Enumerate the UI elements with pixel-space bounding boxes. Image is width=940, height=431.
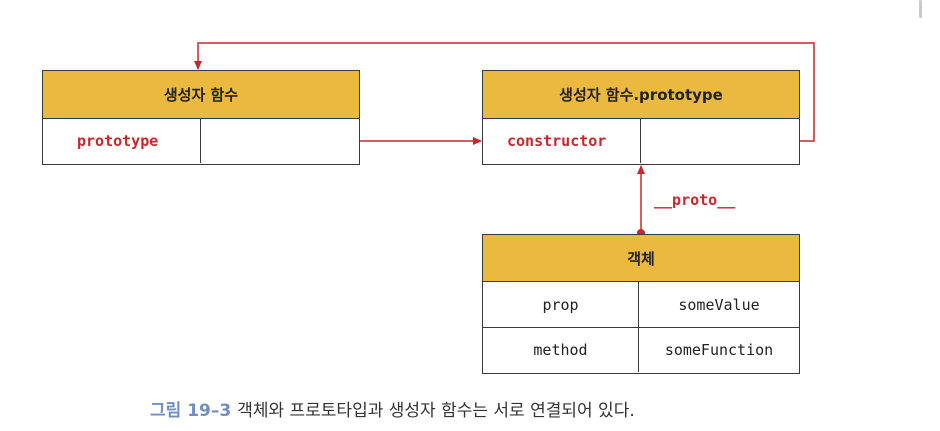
object-row-key: prop [542,295,579,314]
scrollbar-thumb[interactable] [919,0,922,18]
prototype-property-key: prototype [77,132,159,150]
object-row-value: someFunction [638,328,799,372]
object-title: 객체 [483,235,799,282]
arrow-proto-link [637,165,645,237]
constructor-property-key: constructor [507,132,607,150]
object-row-value: someValue [638,282,799,327]
constructor-function-row: prototype [43,119,359,163]
prototype-object-row: constructor [483,119,799,163]
constructor-function-title: 생성자 함수 [43,71,359,119]
prototype-object-title: 생성자 함수.prototype [483,71,799,119]
constructor-property-value [640,119,799,163]
object-row: prop someValue [483,282,799,327]
constructor-function-box: 생성자 함수 prototype [42,70,360,165]
figure-number: 그림 19–3 [150,401,232,421]
object-row-key: method [533,341,588,359]
prototype-property-value [200,119,359,163]
figure-caption-text: 객체와 프로토타입과 생성자 함수는 서로 연결되어 있다. [237,401,635,421]
object-row: method someFunction [483,327,799,372]
object-box: 객체 prop someValue method someFunction [482,234,800,374]
proto-link-label: __proto__ [654,191,736,209]
prototype-object-box: 생성자 함수.prototype constructor [482,70,800,165]
